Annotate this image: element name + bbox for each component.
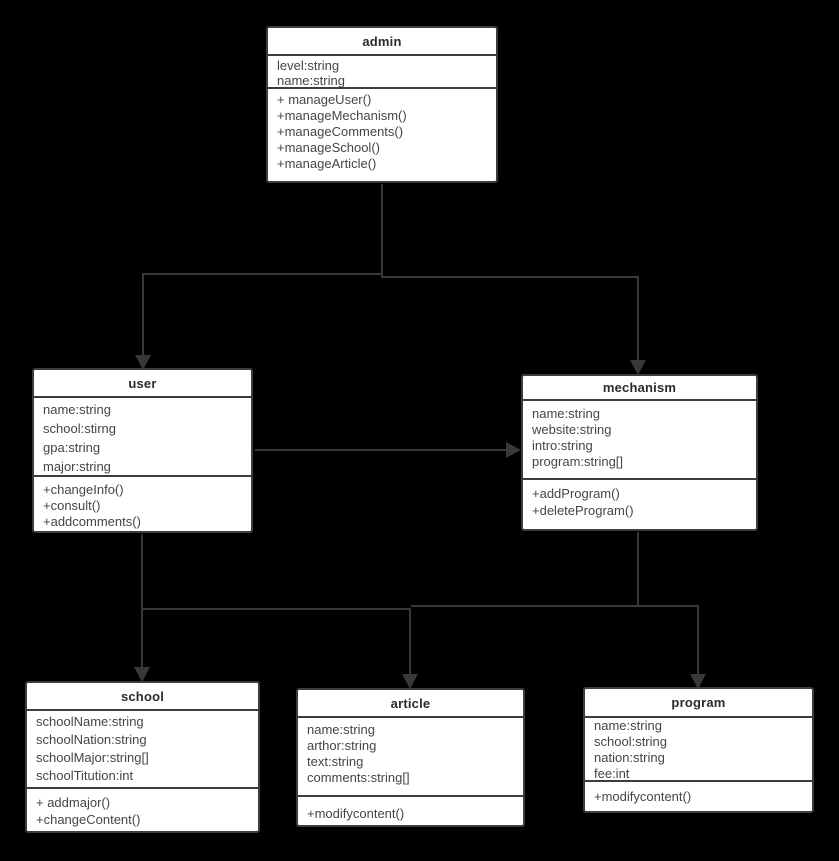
member-line: level:string	[277, 58, 340, 73]
class-methods: +modifycontent()	[585, 782, 812, 811]
member-line: +consult()	[43, 498, 101, 513]
class-title: mechanism	[523, 376, 756, 401]
edge-line	[637, 532, 699, 674]
class-attributes: schoolName:string schoolNation:string scho…	[27, 711, 258, 789]
class-box-school[interactable]: school schoolName:string schoolNation:str…	[25, 681, 260, 833]
edge-line	[142, 184, 383, 355]
member-line: schoolMajor:string[]	[36, 750, 149, 765]
member-line: schoolTitution:int	[36, 768, 134, 783]
member-line: fee:int	[594, 766, 630, 781]
member-line: name:string	[594, 718, 662, 733]
member-line: name:string	[43, 402, 111, 417]
edge-user-mechanism[interactable]	[255, 442, 521, 458]
edge-line	[381, 184, 639, 360]
arrowhead-icon	[402, 674, 418, 689]
member-line: schoolName:string	[36, 714, 144, 729]
member-line: +changeContent()	[36, 812, 141, 827]
member-line: school:stirng	[43, 421, 116, 436]
class-attributes: name:string school:stirng gpa:string major:…	[34, 398, 251, 477]
member-line: name:string	[307, 722, 375, 737]
class-methods: + addmajor() +changeContent()	[27, 789, 258, 831]
arrowhead-icon	[135, 355, 151, 370]
member-line: + manageUser()	[277, 92, 372, 107]
member-line: name:string	[532, 406, 600, 421]
member-line: +deleteProgram()	[532, 503, 634, 518]
edge-line	[411, 532, 639, 607]
member-line: text:string	[307, 754, 364, 769]
class-title: school	[27, 683, 258, 711]
arrowhead-icon	[506, 442, 521, 458]
member-line: major:string	[43, 459, 111, 474]
class-title: program	[585, 689, 812, 718]
member-line: program:string[]	[532, 454, 624, 469]
member-line: +modifycontent()	[307, 806, 405, 821]
member-line: +changeInfo()	[43, 482, 124, 497]
member-line: arthor:string	[307, 738, 377, 753]
edge-admin-user[interactable]	[135, 184, 383, 370]
edge-mechanism-article[interactable]	[411, 532, 639, 607]
class-box-user[interactable]: user name:string school:stirng gpa:string m…	[32, 368, 253, 533]
arrowhead-icon	[690, 674, 706, 689]
member-line: +manageSchool()	[277, 140, 380, 155]
class-methods: +changeInfo()+consult()+addcomments()	[34, 477, 251, 531]
arrowhead-icon	[630, 360, 646, 375]
class-methods: +modifycontent()	[298, 797, 523, 825]
member-line: intro:string	[532, 438, 593, 453]
class-title: user	[34, 370, 251, 398]
edge-mechanism-program[interactable]	[637, 532, 706, 689]
arrowhead-icon	[134, 667, 150, 682]
member-line: +addcomments()	[43, 514, 141, 529]
member-line: schoolNation:string	[36, 732, 147, 747]
edge-user-article[interactable]	[141, 534, 418, 689]
member-line: +manageArticle()	[277, 156, 377, 171]
member-line: +addProgram()	[532, 486, 620, 501]
member-line: nation:string	[594, 750, 665, 765]
member-line: school:string	[594, 734, 667, 749]
member-line: + addmajor()	[36, 795, 111, 810]
member-line: +manageMechanism()	[277, 108, 407, 123]
member-line: website:string	[532, 422, 612, 437]
member-line: comments:string[]	[307, 770, 410, 785]
edge-line	[141, 534, 411, 674]
member-line: +manageComments()	[277, 124, 404, 139]
member-line: +modifycontent()	[594, 789, 692, 804]
class-methods: + manageUser()+manageMechanism()+manageC…	[268, 89, 496, 181]
class-title: article	[298, 690, 523, 718]
class-methods: +addProgram() +deleteProgram()	[523, 480, 756, 529]
class-title: admin	[268, 28, 496, 56]
member-line: name:string	[277, 73, 345, 88]
edge-admin-mechanism[interactable]	[381, 184, 646, 375]
member-line: gpa:string	[43, 440, 101, 455]
